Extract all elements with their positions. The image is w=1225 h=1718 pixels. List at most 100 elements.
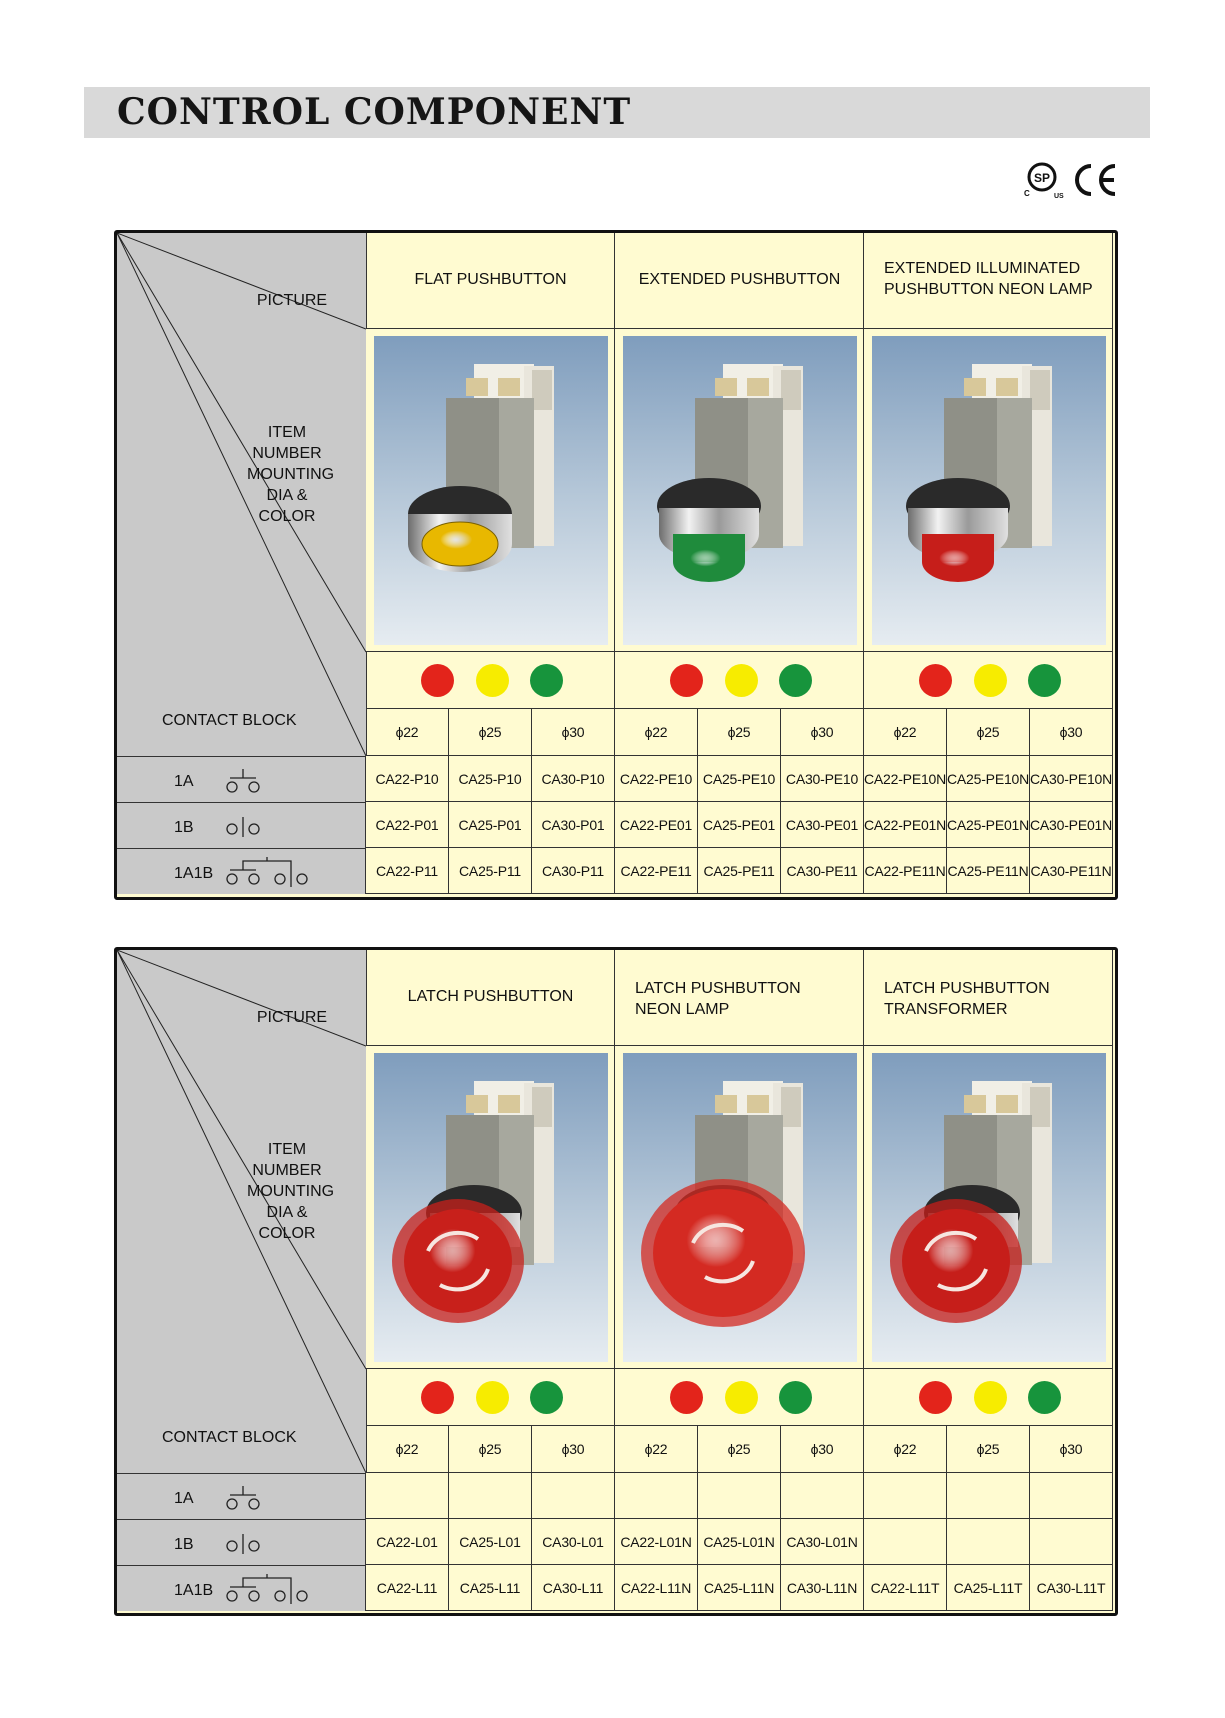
item-number-cell: CA30-PE11 xyxy=(781,848,864,894)
green-color-swatch xyxy=(530,664,563,697)
item-number-cell: CA25-PE01N xyxy=(947,802,1030,848)
svg-text:C: C xyxy=(1024,189,1030,198)
product-photo-cell xyxy=(366,329,615,652)
mounting-diameter: ϕ30 xyxy=(1030,709,1113,756)
mounting-diameter: ϕ25 xyxy=(449,709,532,756)
red-color-swatch xyxy=(670,664,703,697)
color-options xyxy=(366,652,615,709)
mounting-diameter: ϕ22 xyxy=(366,709,449,756)
contact-row-1b: 1B xyxy=(117,802,366,848)
svg-text:SP: SP xyxy=(1034,171,1050,185)
mounting-diameter: ϕ22 xyxy=(366,1426,449,1473)
item-number-cell: CA25-P10 xyxy=(449,756,532,802)
yellow-color-swatch xyxy=(974,1381,1007,1414)
yellow-color-swatch xyxy=(725,1381,758,1414)
diagonal-lines xyxy=(117,233,366,756)
page-title: CONTROL COMPONENT xyxy=(117,91,632,133)
contact-1a1b-icon xyxy=(226,1574,308,1604)
item-label-line: ITEM xyxy=(267,1141,307,1158)
item-number-cell: CA30-P10 xyxy=(532,756,615,802)
item-number-cell xyxy=(366,1473,449,1519)
mounting-diameter: ϕ30 xyxy=(781,1426,864,1473)
page-header: CONTROL COMPONENT xyxy=(84,87,1150,138)
mounting-diameter: ϕ30 xyxy=(781,709,864,756)
item-number-cell: CA30-P01 xyxy=(532,802,615,848)
product-title-line: LATCH PUSHBUTTON xyxy=(635,980,801,997)
green-color-swatch xyxy=(1028,1381,1061,1414)
contact-row-1a: 1A xyxy=(117,1473,366,1519)
picture-label: PICTURE xyxy=(256,292,328,309)
item-number-cell: CA25-L11 xyxy=(449,1565,532,1611)
item-number-cell: CA22-L11T xyxy=(864,1565,947,1611)
item-number-cell: CA22-L11N xyxy=(615,1565,698,1611)
item-number-cell: CA30-L01 xyxy=(532,1519,615,1565)
item-number-cell: CA30-L11 xyxy=(532,1565,615,1611)
item-number-cell xyxy=(698,1473,781,1519)
product-title: LATCH PUSHBUTTON xyxy=(366,950,615,1046)
contact-1a-icon xyxy=(226,1486,260,1510)
item-number-cell: CA22-PE11 xyxy=(615,848,698,894)
item-number-cell: CA30-PE10 xyxy=(781,756,864,802)
product-title: FLAT PUSHBUTTON xyxy=(366,233,615,329)
contact-row-label: 1A xyxy=(174,773,194,790)
contact-row-label: 1A1B xyxy=(174,1582,214,1599)
contact-1b-icon xyxy=(226,1534,260,1554)
item-number-cell xyxy=(449,1473,532,1519)
mounting-diameter: ϕ22 xyxy=(864,709,947,756)
yellow-color-swatch xyxy=(974,664,1007,697)
item-number-cell: CA22-PE01N xyxy=(864,802,947,848)
product-title: EXTENDED PUSHBUTTON xyxy=(615,233,864,329)
product-title-line: LATCH PUSHBUTTON xyxy=(407,988,574,1005)
item-number-cell xyxy=(615,1473,698,1519)
product-photo-cell xyxy=(366,1046,615,1369)
red-color-swatch xyxy=(421,664,454,697)
yellow-color-swatch xyxy=(725,664,758,697)
yellow-color-swatch xyxy=(476,1381,509,1414)
item-number-cell: CA22-PE11N xyxy=(864,848,947,894)
item-number-cell xyxy=(532,1473,615,1519)
item-number-cell xyxy=(781,1473,864,1519)
item-number-cell: CA22-PE10N xyxy=(864,756,947,802)
contact-row-1b: 1B xyxy=(117,1519,366,1565)
green-color-swatch xyxy=(530,1381,563,1414)
mounting-diameter: ϕ22 xyxy=(615,709,698,756)
item-number-cell: CA25-P01 xyxy=(449,802,532,848)
item-label-line: MOUNTING xyxy=(247,466,335,483)
mounting-diameter: ϕ30 xyxy=(532,1426,615,1473)
item-number-cell: CA22-L01 xyxy=(366,1519,449,1565)
yellow-color-swatch xyxy=(476,664,509,697)
item-label-line: DIA & xyxy=(266,487,308,504)
item-number-cell: CA30-L01N xyxy=(781,1519,864,1565)
contact-row-label: 1B xyxy=(174,1536,194,1553)
product-title-line: LATCH PUSHBUTTON xyxy=(884,980,1050,997)
contact-row-1a1b: 1A1B xyxy=(117,848,366,894)
item-number-cell: CA22-L11 xyxy=(366,1565,449,1611)
mounting-diameter: ϕ25 xyxy=(947,709,1030,756)
color-options xyxy=(615,1369,864,1426)
product-title-line: NEON LAMP xyxy=(635,1001,730,1018)
green-color-swatch xyxy=(779,664,812,697)
mounting-diameter: ϕ25 xyxy=(698,709,781,756)
mounting-diameter: ϕ30 xyxy=(532,709,615,756)
item-label-line: NUMBER xyxy=(252,445,322,462)
item-label-line: COLOR xyxy=(258,1225,316,1242)
product-title-line: TRANSFORMER xyxy=(884,1001,1008,1018)
item-number-cell: CA25-PE01 xyxy=(698,802,781,848)
item-number-cell: CA30-P11 xyxy=(532,848,615,894)
item-number-cell: CA30-PE01 xyxy=(781,802,864,848)
mounting-diameter: ϕ22 xyxy=(615,1426,698,1473)
mounting-diameter: ϕ25 xyxy=(947,1426,1030,1473)
item-number-cell: CA25-L11N xyxy=(698,1565,781,1611)
item-number-cell: CA30-L11N xyxy=(781,1565,864,1611)
item-number-cell xyxy=(864,1519,947,1565)
contact-row-1a: 1A xyxy=(117,756,366,802)
mounting-diameter: ϕ25 xyxy=(698,1426,781,1473)
item-number-cell: CA25-PE11 xyxy=(698,848,781,894)
latch-pushbutton-photo xyxy=(374,1053,608,1362)
item-number-cell: CA22-PE10 xyxy=(615,756,698,802)
item-number-cell: CA25-PE10 xyxy=(698,756,781,802)
